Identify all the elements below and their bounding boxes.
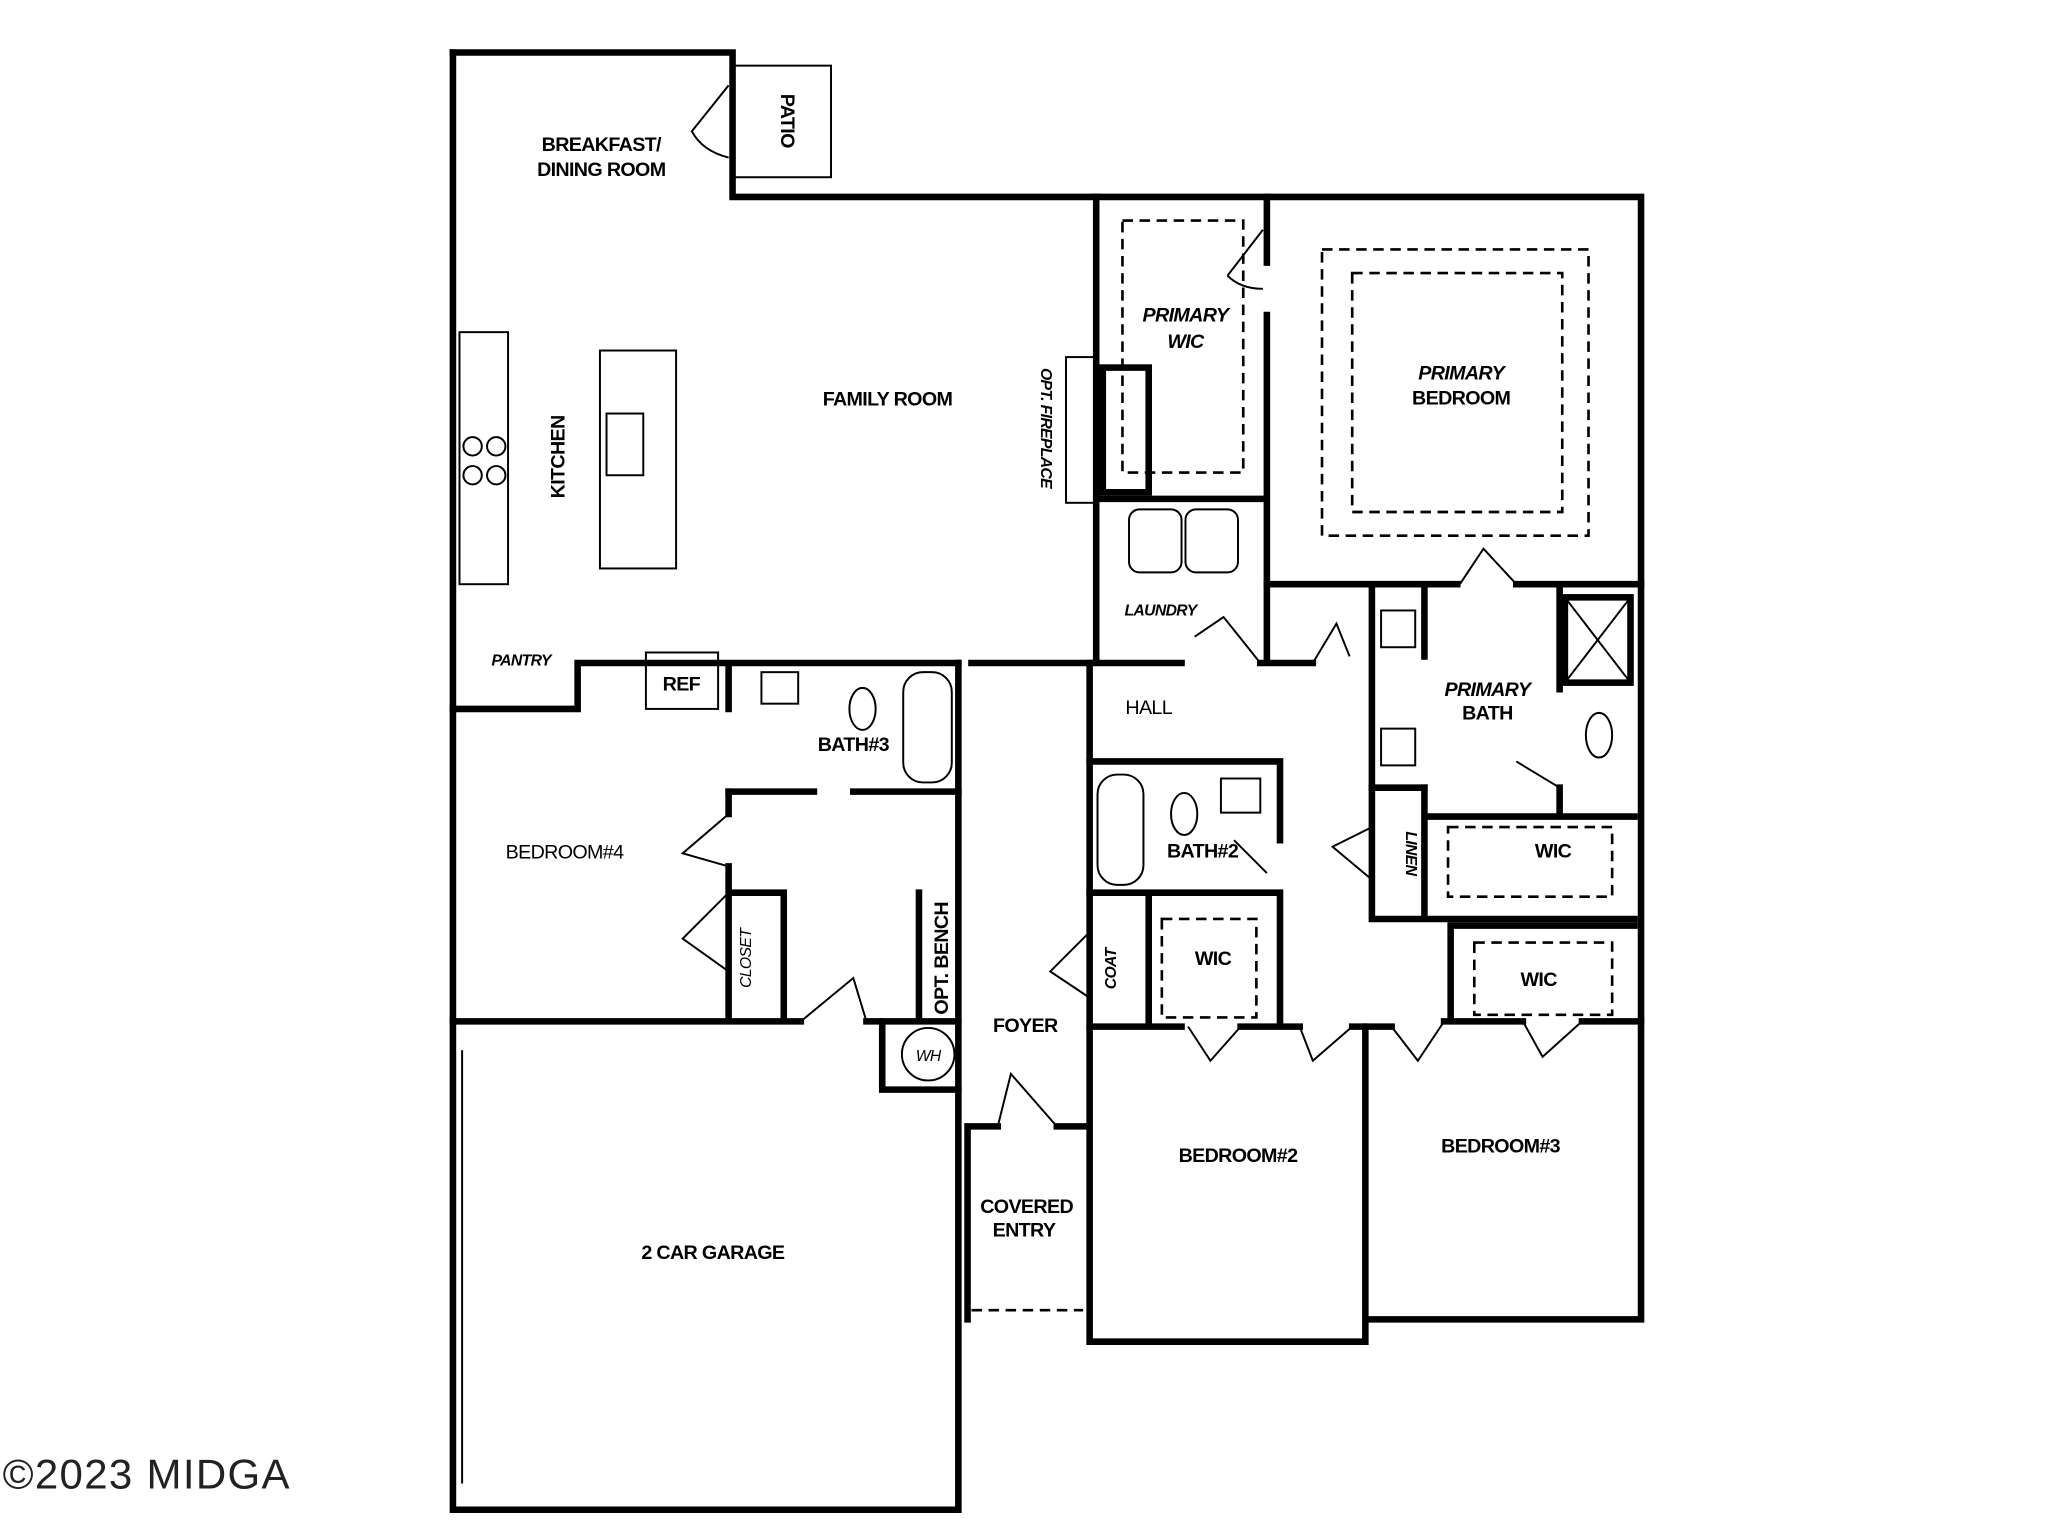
primary-bath-wic-shelving <box>1446 825 1614 898</box>
label-closet: CLOSET <box>738 927 755 988</box>
copyright-watermark: ©2023 MIDGA <box>3 1451 291 1498</box>
misc-doors-icon <box>1048 760 1561 999</box>
cooktop-icon <box>462 436 483 457</box>
tray-ceiling-inner <box>1350 271 1564 514</box>
label-covered-entry-2: ENTRY <box>993 1220 1056 1242</box>
bath2-tub-icon <box>1096 773 1145 886</box>
dryer-icon <box>1184 508 1239 574</box>
tray-ceiling-outer <box>1320 248 1590 537</box>
label-primary-bath: PRIMARY <box>1445 679 1533 701</box>
refrigerator <box>644 651 720 710</box>
label-laundry: LAUNDRY <box>1124 603 1198 620</box>
bath3-tub-icon <box>902 671 953 784</box>
fireplace-hearth <box>1065 356 1098 504</box>
bath2-sink-icon <box>1219 777 1262 814</box>
label-bedroom3: BEDROOM#3 <box>1441 1136 1561 1158</box>
bedroom2-wic-shelving <box>1160 917 1258 1019</box>
primary-toilet-icon <box>1584 711 1614 759</box>
label-foyer: FOYER <box>993 1015 1058 1037</box>
bath3-sink-icon <box>760 671 800 705</box>
label-opt-bench: OPT. BENCH <box>931 902 953 1015</box>
bedroom4-doors-icon <box>680 813 730 973</box>
label-bedroom4: BEDROOM#4 <box>506 842 624 864</box>
label-primary-bath-wic: WIC <box>1535 840 1572 862</box>
laundry-door-icon <box>1194 615 1351 664</box>
label-garage: 2 CAR GARAGE <box>641 1242 785 1264</box>
primary-wic-shelving <box>1121 219 1245 474</box>
walls <box>449 49 1645 1514</box>
shower-icon <box>1561 594 1634 686</box>
label-patio: PATIO <box>776 94 798 148</box>
label-pantry: PANTRY <box>492 653 554 670</box>
label-primary-bedroom: PRIMARY <box>1418 362 1506 384</box>
kitchen-counter <box>458 331 510 586</box>
primary-bath-door-icon <box>1459 547 1518 585</box>
garage-entry-door-icon <box>800 976 868 1023</box>
label-hall: HALL <box>1125 697 1172 719</box>
label-bedroom2-wic: WIC <box>1195 948 1232 970</box>
label-family-room: FAMILY ROOM <box>823 389 953 411</box>
label-bedroom3-wic: WIC <box>1520 969 1557 991</box>
label-coat: COAT <box>1103 946 1120 989</box>
sink-icon <box>605 412 645 477</box>
label-primary-bedroom-2: BEDROOM <box>1412 387 1510 409</box>
wic-door-icon <box>1226 229 1264 290</box>
label-primary-bath-2: BATH <box>1462 702 1513 724</box>
label-primary-wic: PRIMARY <box>1143 305 1231 327</box>
label-linen: LINEN <box>1402 831 1419 876</box>
label-bedroom2: BEDROOM#2 <box>1179 1145 1299 1167</box>
doors <box>680 84 1583 1128</box>
bedroom3-wic-shelving <box>1472 941 1614 1017</box>
front-door-icon <box>996 1071 1058 1128</box>
label-primary-wic-2: WIC <box>1167 331 1205 353</box>
room-labels: BREAKFAST/ DINING ROOM PATIO KITCHEN FAM… <box>492 94 1573 1264</box>
label-breakfast: BREAKFAST/ <box>542 134 662 156</box>
patio-door-icon <box>690 84 730 159</box>
label-kitchen: KITCHEN <box>548 415 570 498</box>
primary-sink-icon <box>1380 609 1417 649</box>
label-water-heater: WH <box>916 1048 942 1065</box>
label-dining-room: DINING ROOM <box>537 159 666 181</box>
water-heater-icon <box>900 1026 956 1082</box>
primary-sink-icon-2 <box>1380 727 1417 767</box>
fireplace-icon <box>1099 364 1152 496</box>
kitchen-island <box>598 349 678 570</box>
label-bath3: BATH#3 <box>818 734 890 756</box>
label-ref: REF <box>663 674 701 696</box>
bath2-toilet-icon <box>1170 791 1199 836</box>
bedroom-doors-icon <box>1187 1020 1583 1063</box>
fixtures <box>458 64 1634 1484</box>
label-bath2: BATH#2 <box>1167 840 1239 862</box>
label-covered-entry: COVERED <box>980 1196 1073 1218</box>
label-fireplace: OPT. FIREPLACE <box>1037 368 1054 489</box>
washer-icon <box>1128 508 1183 574</box>
bath3-toilet-icon <box>848 686 877 731</box>
patio-slab <box>731 64 832 179</box>
